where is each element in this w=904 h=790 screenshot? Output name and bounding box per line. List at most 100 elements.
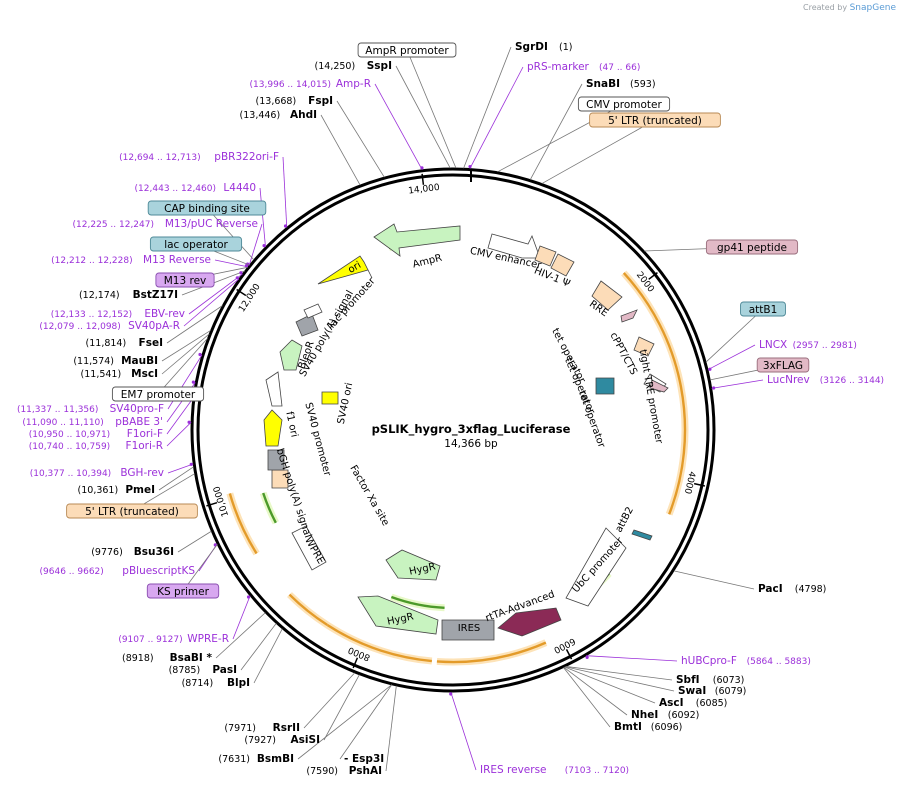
hiv-box bbox=[534, 245, 557, 267]
site-leader-pshai bbox=[385, 685, 397, 772]
primer-leader-f1ori-r bbox=[166, 422, 192, 447]
primer-pos-lucnrev: (3126 .. 3144) bbox=[820, 376, 884, 386]
site-name-bsu36i: Bsu36I bbox=[134, 546, 174, 558]
primer-leader-l4440 bbox=[259, 187, 266, 248]
hygr-lower bbox=[357, 595, 439, 635]
ruler-tick bbox=[565, 649, 573, 660]
bleor-arrow bbox=[279, 339, 303, 371]
ruler-tick-label: 6000 bbox=[551, 635, 576, 655]
ori-arrow bbox=[317, 255, 373, 285]
primer-pos-hubcpro-f: (5864 .. 5883) bbox=[747, 657, 811, 667]
primer-mark-lncx bbox=[708, 367, 712, 371]
site-name-asisi: AsiSI bbox=[291, 734, 320, 746]
site-leader-ahdi bbox=[320, 114, 361, 186]
primer-leader-amp-r bbox=[374, 83, 423, 171]
box-leader-ltr-top bbox=[541, 119, 656, 184]
box-leader-ks-primer bbox=[182, 544, 218, 592]
site-name-paci: PacI bbox=[758, 583, 783, 595]
site-pos-nhei: (6092) bbox=[668, 710, 700, 721]
box-label-bg-cap-site bbox=[147, 200, 267, 216]
site-name-sgrdi: SgrDI bbox=[515, 41, 548, 53]
box-label-bg-lac-operator bbox=[149, 236, 243, 252]
feature-arc bbox=[262, 492, 277, 524]
site-name-pmei: PmeI bbox=[125, 484, 155, 496]
box-leader-attb1 bbox=[705, 308, 764, 363]
box-leader-em7 bbox=[157, 338, 208, 395]
site-pos-fspi: (13,668) bbox=[256, 96, 297, 107]
box-label-ks-primer: KS primer bbox=[157, 586, 209, 598]
box-label-gp41: gp41 peptide bbox=[717, 242, 787, 254]
primer-mark-pbabe-3 bbox=[191, 380, 195, 384]
ires-box bbox=[441, 619, 495, 641]
site-pos-rsrii: (7971) bbox=[224, 723, 256, 734]
primer-name-sv40pa-r: SV40pA-R bbox=[128, 320, 180, 332]
site-name-swai: SwaI bbox=[678, 685, 706, 697]
primer-leader-pbr322ori-f bbox=[282, 156, 288, 228]
ruler-tick bbox=[421, 173, 425, 185]
sv40-pro-box bbox=[267, 449, 285, 471]
primer-leader-lucnrev bbox=[711, 379, 764, 389]
primer-mark-bgh-rev bbox=[189, 462, 193, 466]
primer-mark-l4440 bbox=[262, 244, 266, 248]
site-pos-pmei: (10,361) bbox=[78, 485, 119, 496]
feature-label-sv40ori: SV40 ori bbox=[336, 382, 356, 425]
primer-name-hubcpro-f: hUBCpro-F bbox=[681, 655, 737, 667]
site-pos-pshai: (7590) bbox=[306, 766, 338, 777]
primer-name-wpre-r: WPRE-R bbox=[187, 633, 229, 645]
box-label-cmv-promoter: CMV promoter bbox=[586, 99, 662, 111]
box-label-bg-attb1 bbox=[740, 301, 786, 317]
box-label-cap-site: CAP binding site bbox=[164, 203, 250, 215]
feature-label-hygr2: HygR bbox=[386, 611, 414, 627]
primer-pos-bgh-rev: (10,377 .. 10,394) bbox=[30, 469, 111, 479]
primer-name-lncx: LNCX bbox=[759, 339, 787, 351]
feature-label-bgh: bGH poly(A) signal bbox=[274, 447, 313, 539]
primer-pos-ebv-rev: (12,133 .. 12,152) bbox=[51, 310, 132, 320]
site-name-bsabi: BsaBI * bbox=[170, 652, 213, 664]
box-label-xflag: 3xFLAG bbox=[763, 360, 803, 372]
primer-name-l4440: L4440 bbox=[223, 182, 256, 194]
site-leader-nhei bbox=[563, 667, 628, 716]
primer-name-ebv-rev: EBV-rev bbox=[144, 308, 185, 320]
site-leader-asisi bbox=[323, 674, 360, 741]
primer-name-m13-puc-reverse: M13/pUC Reverse bbox=[165, 218, 258, 230]
plasmid-name: pSLIK_hygro_3xflag_Luciferase bbox=[372, 422, 571, 437]
site-name-ahdi: AhdI bbox=[290, 109, 317, 121]
primer-mark-hubcpro-f bbox=[585, 655, 589, 659]
site-pos-bmti: (6096) bbox=[651, 722, 683, 733]
feature-label-cppt: cPPT/CTS bbox=[607, 331, 639, 377]
primer-mark-ires-reverse bbox=[449, 692, 453, 696]
snapgene-credit: Created by SnapGene bbox=[803, 3, 896, 13]
site-pos-pasi: (8785) bbox=[169, 665, 201, 676]
feature-label-lacpro: lac promoter bbox=[327, 275, 379, 331]
primer-pos-sv40pa-r: (12,079 .. 12,098) bbox=[39, 322, 120, 332]
site-name-fspi: FspI bbox=[308, 95, 333, 107]
site-name-pasi: PasI bbox=[212, 664, 237, 676]
site-pos-msci: (11,541) bbox=[81, 369, 122, 380]
box-label-bg-cmv-promoter bbox=[577, 96, 671, 112]
leader-lines bbox=[131, 46, 784, 772]
site-leader-fsei bbox=[166, 305, 223, 344]
plasmid-size: 14,366 bp bbox=[444, 438, 498, 450]
primer-pos-f1ori-r: (10,740 .. 10,759) bbox=[29, 442, 110, 452]
site-name-bstz17i: BstZ17I bbox=[133, 289, 178, 301]
box-label-ltr-bottom: 5' LTR (truncated) bbox=[85, 506, 179, 518]
site-leader-asci bbox=[564, 666, 656, 704]
site-name-sbfi: SbfI bbox=[676, 674, 700, 686]
site-name-maubi: MauBI bbox=[121, 355, 158, 367]
primer-leader-m13-reverse bbox=[214, 259, 249, 268]
site-name-bsmbi: BsmBI bbox=[257, 753, 294, 765]
em7-arrow bbox=[265, 371, 283, 407]
site-name-blpi: BlpI bbox=[227, 677, 250, 689]
ruler-tick-label: 10,000 bbox=[212, 484, 231, 517]
site-leader-rsrii bbox=[303, 672, 355, 729]
primer-name-prs-marker: pRS-marker bbox=[527, 61, 590, 73]
site-leader-bmti bbox=[563, 667, 611, 728]
site-leader-fspi bbox=[336, 100, 385, 178]
box-label-bg-xflag bbox=[756, 357, 810, 373]
primer-mark-sv40pro-f bbox=[198, 352, 202, 357]
site-pos-maubi: (11,574) bbox=[73, 356, 114, 367]
site-pos-bstz17i: (12,174) bbox=[79, 290, 120, 301]
primer-name-amp-r: Amp-R bbox=[336, 78, 371, 90]
primer-name-m13-reverse: M13 Reverse bbox=[143, 254, 211, 266]
